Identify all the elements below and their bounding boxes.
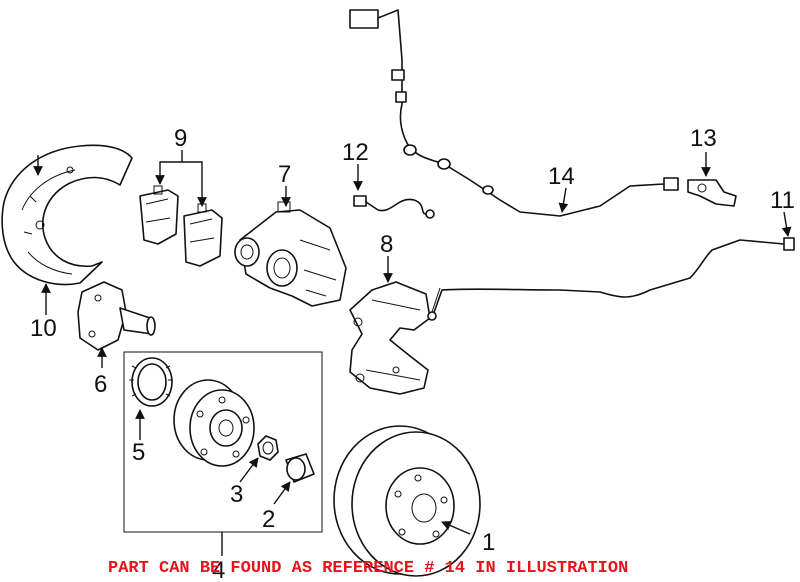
leader-1 xyxy=(441,520,471,535)
callout-7: 7 xyxy=(278,161,291,188)
abs-sensor-part xyxy=(687,179,737,207)
hub-part xyxy=(173,379,255,467)
leader-14 xyxy=(558,187,569,213)
splash-shield-part xyxy=(1,144,133,286)
leader-11 xyxy=(781,211,792,237)
callout-8: 8 xyxy=(380,231,393,258)
abs-ring-part xyxy=(129,357,173,407)
callout-5: 5 xyxy=(132,439,145,466)
callout-10: 10 xyxy=(30,315,57,342)
brake-hose-part xyxy=(353,195,435,219)
callout-11: 11 xyxy=(770,187,795,214)
hub-kit-box xyxy=(123,351,323,533)
leader-2 xyxy=(273,481,291,505)
callout-2: 2 xyxy=(262,506,275,533)
leader-3 xyxy=(239,457,259,483)
caliper-part xyxy=(234,201,347,307)
hub-nut-part xyxy=(257,435,279,461)
callout-14: 14 xyxy=(548,163,575,190)
reference-notice: PART CAN BE FOUND AS REFERENCE # 14 IN I… xyxy=(108,559,628,578)
brake-pads-part xyxy=(139,185,223,267)
callout-1: 1 xyxy=(482,529,495,556)
brake-rotor-part xyxy=(333,425,481,577)
callout-12: 12 xyxy=(342,139,369,166)
abs-sensor-harness-part xyxy=(349,9,679,217)
spindle-part xyxy=(77,281,156,351)
callout-13: 13 xyxy=(690,125,717,152)
brake-line-part xyxy=(427,237,795,321)
callout-6: 6 xyxy=(94,371,107,398)
callout-3: 3 xyxy=(230,481,243,508)
callout-9: 9 xyxy=(174,125,187,152)
dust-cap-part xyxy=(285,453,315,483)
callout-4: 4 xyxy=(212,557,225,582)
leader-9a xyxy=(155,150,183,185)
leader-lines xyxy=(33,150,792,556)
leader-9b xyxy=(182,161,207,207)
callout-labels: 1 2 3 4 5 6 7 8 9 10 11 12 13 14 xyxy=(30,125,795,582)
caliper-carrier-part xyxy=(349,281,431,395)
